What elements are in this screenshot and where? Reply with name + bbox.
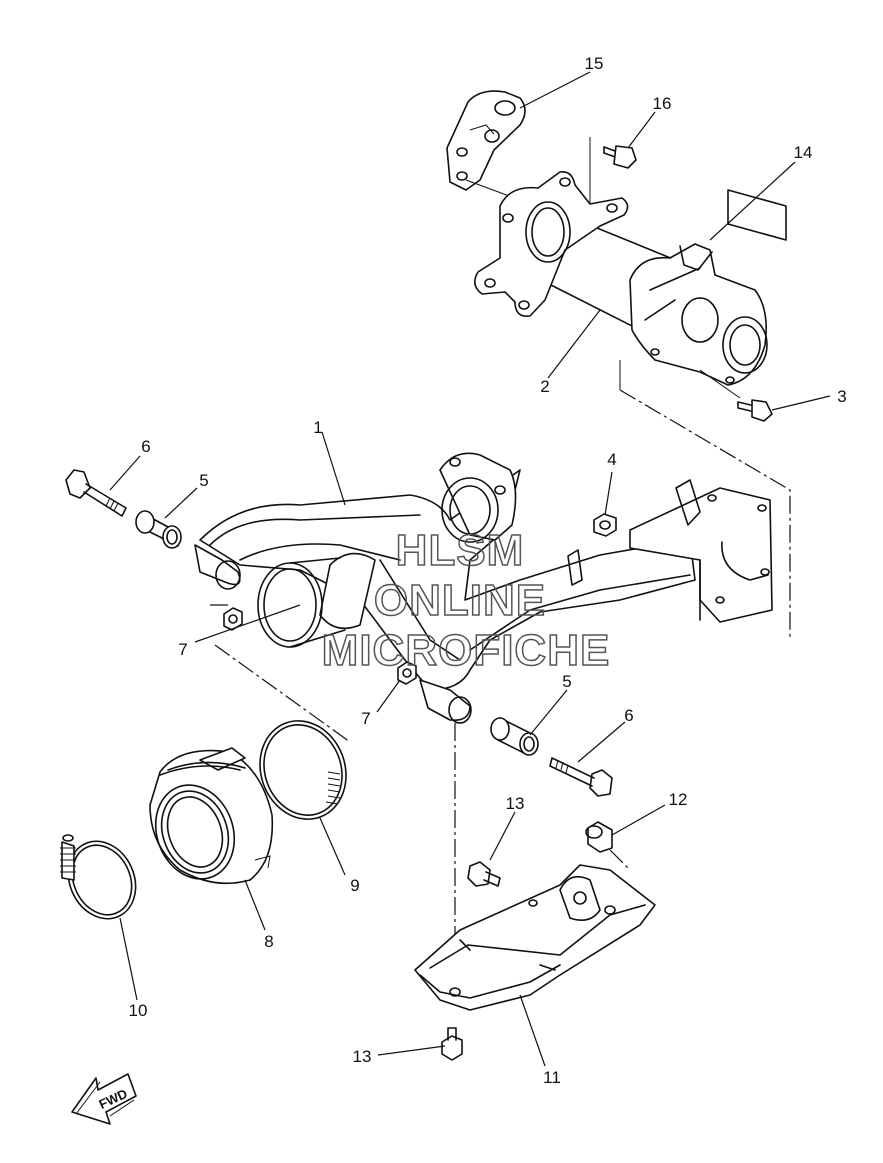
watermark-line-1: HLSM	[396, 526, 525, 575]
callout-1: 1	[313, 418, 322, 437]
part-1-swingarm	[194, 452, 773, 724]
callout-8: 8	[264, 932, 273, 951]
callout-4: 4	[607, 450, 616, 469]
callout-13-lower: 13	[353, 1047, 372, 1066]
callout-16: 16	[653, 94, 672, 113]
callout-6-right: 6	[624, 706, 633, 725]
part-11-skid-plate	[414, 864, 656, 1011]
part-16-bolt	[603, 145, 637, 169]
part-8-boot	[149, 747, 274, 885]
part-3-bolt	[737, 399, 773, 422]
leader-lines	[109, 71, 831, 1067]
callouts: 15 16 14 2 3 1 6 5 4 7 7 5 6 9 8 10 13 1…	[129, 54, 847, 1087]
callout-15: 15	[585, 54, 604, 73]
fwd-arrow-icon: FWD	[71, 1073, 137, 1125]
part-10-clamp	[60, 834, 137, 920]
callout-9: 9	[350, 876, 359, 895]
watermark: HLSM ONLINE MICROFICHE	[321, 525, 611, 676]
callout-11: 11	[543, 1068, 561, 1087]
callout-7-right: 7	[361, 709, 370, 728]
callout-6-left: 6	[141, 437, 150, 456]
part-7-nut-right	[397, 661, 417, 685]
part-13-bolt-lower	[441, 1027, 463, 1061]
part-5-bushing-left	[135, 510, 182, 549]
callout-5-right: 5	[562, 672, 571, 691]
part-7-nut-left	[223, 607, 243, 631]
part-15-bracket	[446, 90, 526, 191]
callout-10: 10	[129, 1001, 148, 1020]
part-13-bolt-upper	[467, 861, 501, 887]
part-5-bushing-right	[490, 717, 539, 756]
part-4-nut	[593, 513, 617, 537]
part-9-clamp	[259, 720, 347, 820]
callout-13-upper: 13	[506, 794, 525, 813]
callout-7-left: 7	[178, 640, 187, 659]
callout-14: 14	[794, 143, 813, 162]
callout-2: 2	[540, 377, 549, 396]
part-6-bolt-right	[549, 757, 613, 797]
part-14-label	[727, 189, 787, 241]
part-12-damper	[585, 821, 613, 853]
watermark-line-3: MICROFICHE	[322, 626, 611, 675]
watermark-line-2: ONLINE	[374, 576, 546, 625]
callout-3: 3	[837, 387, 846, 406]
part-6-bolt-left	[65, 469, 127, 517]
callout-5-left: 5	[199, 471, 208, 490]
part-2-housing	[474, 170, 768, 386]
callout-12: 12	[669, 790, 688, 809]
